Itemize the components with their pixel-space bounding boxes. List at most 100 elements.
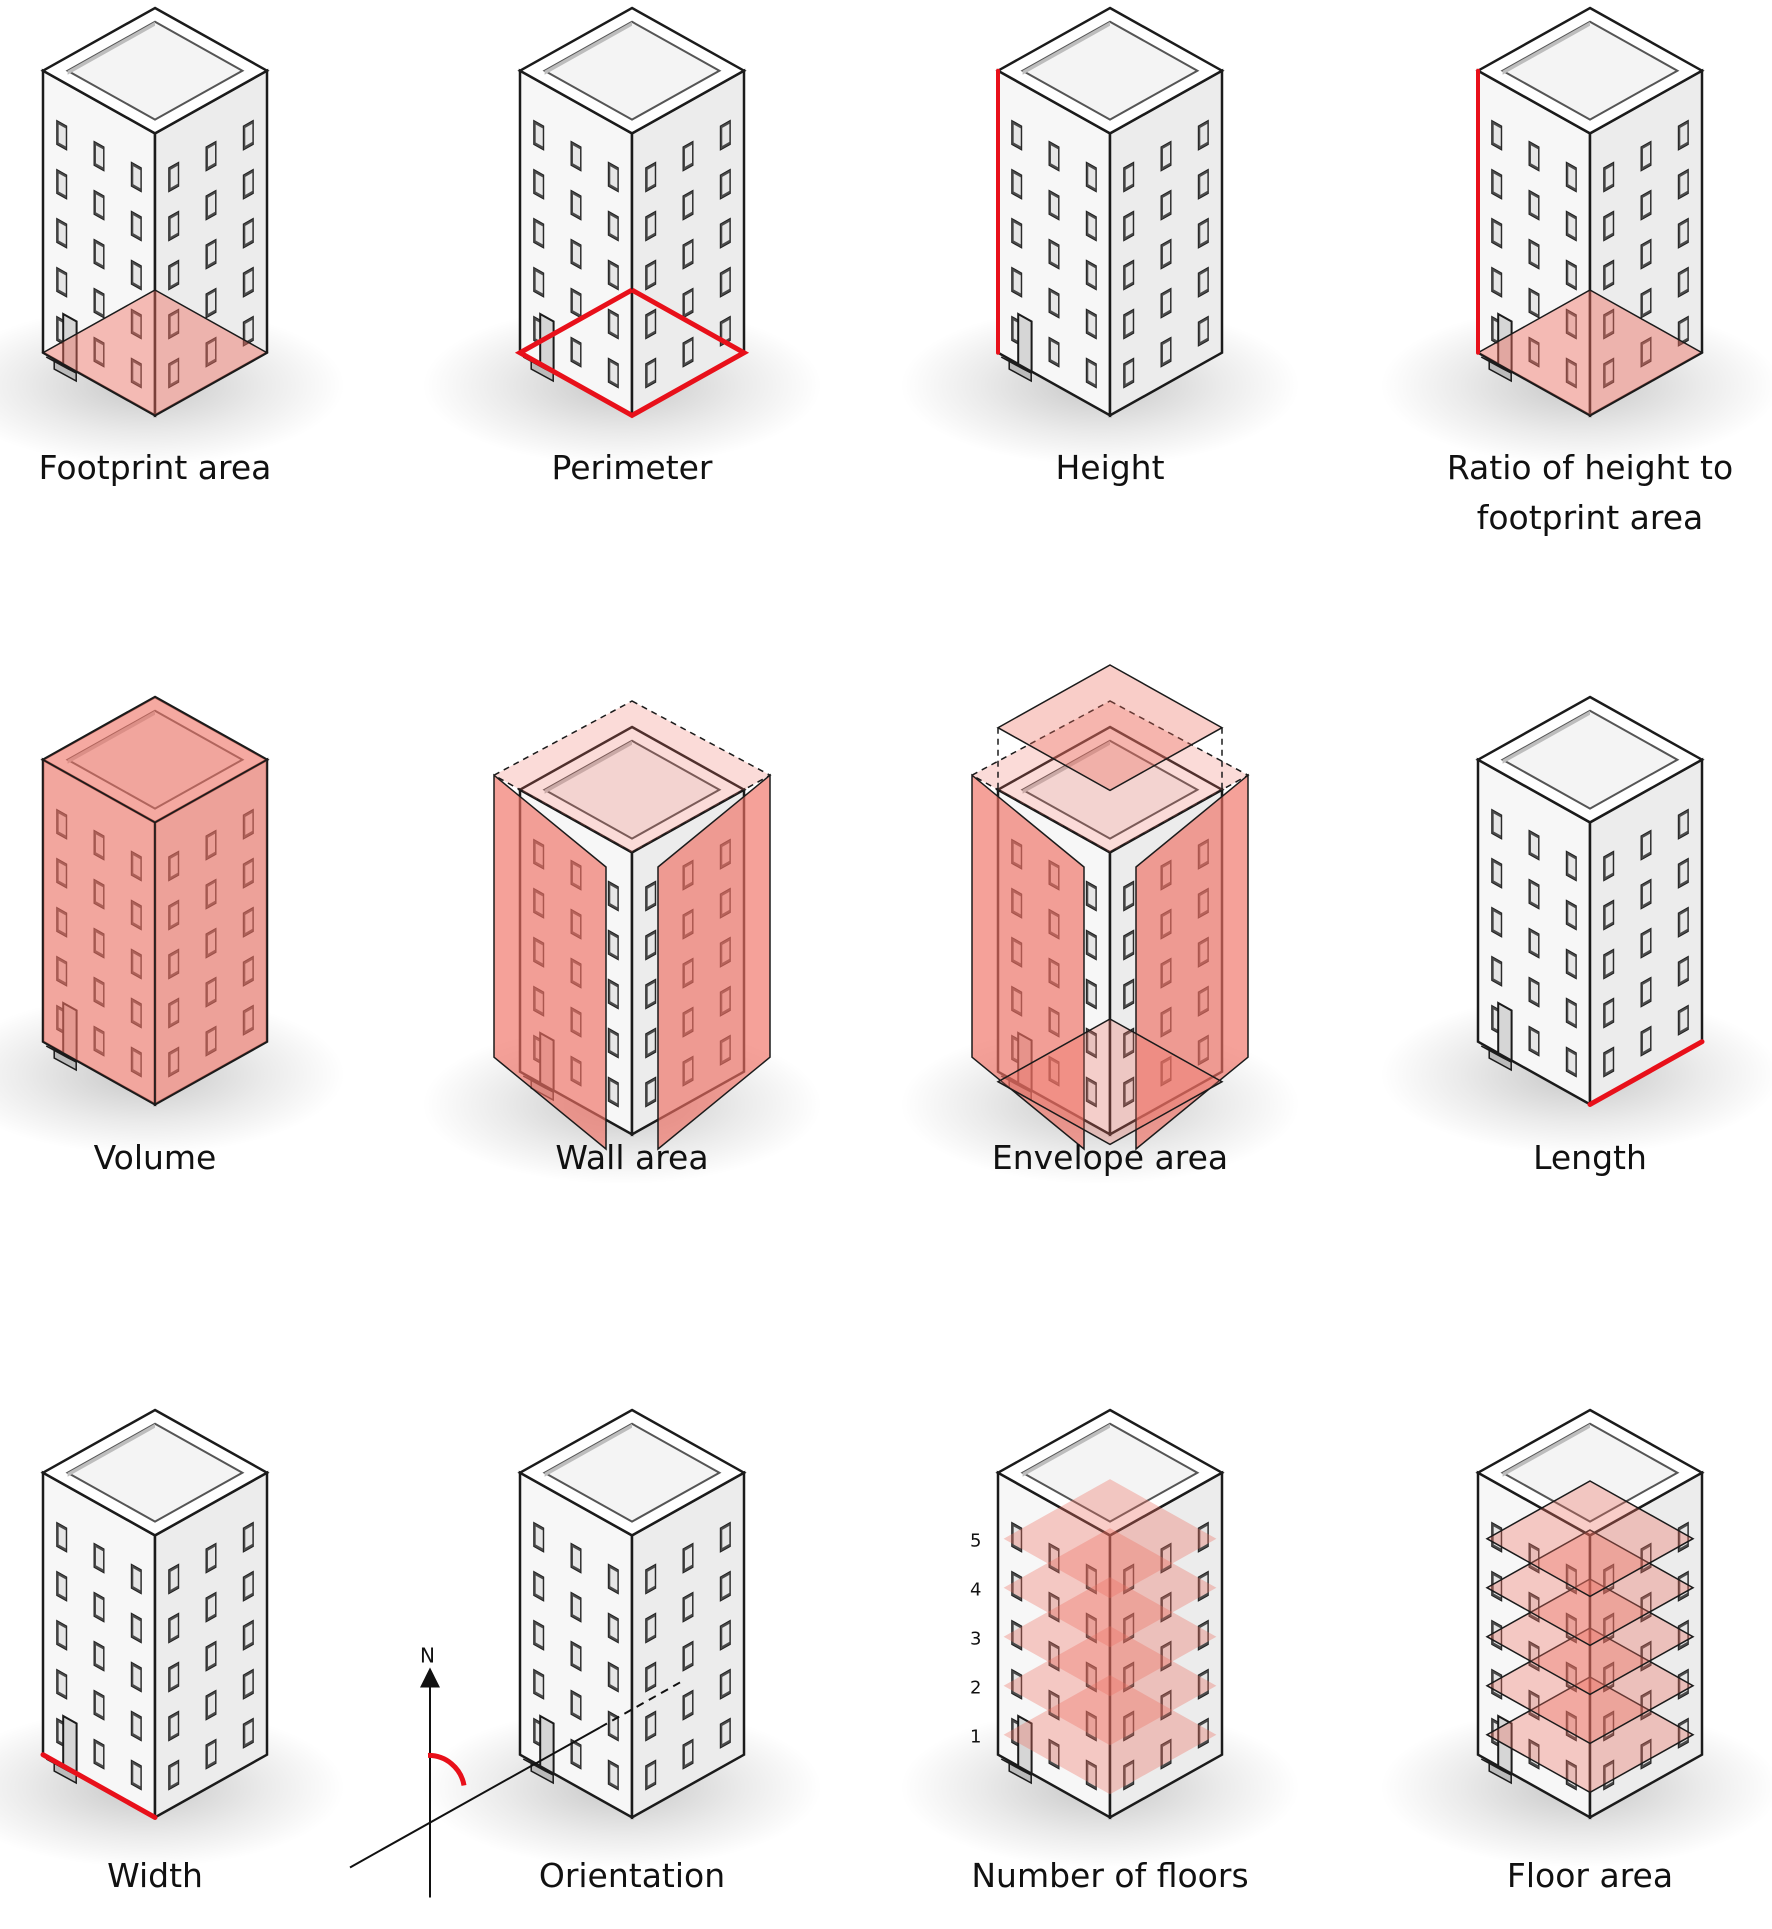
window-pane — [1088, 1032, 1096, 1055]
caption-wall-area: Wall area — [442, 1133, 822, 1183]
length-line — [1587, 1039, 1705, 1107]
floor-slab — [1003, 1675, 1217, 1795]
window-pane — [722, 221, 730, 244]
window-pane — [722, 1574, 730, 1597]
wall-panel-right — [1135, 773, 1249, 1151]
window-pane — [1643, 980, 1650, 1003]
window-pane — [1680, 910, 1688, 933]
window-pane — [1125, 1714, 1133, 1737]
window-pane — [1605, 952, 1613, 975]
panel-orientation: N — [349, 1408, 822, 1898]
window-pane — [722, 1672, 730, 1695]
window-pane — [685, 1546, 692, 1569]
window-pane — [610, 362, 618, 385]
window-pane — [170, 1665, 178, 1688]
window-pane — [1051, 1645, 1058, 1668]
window-pane — [208, 291, 215, 314]
floor-slab — [1485, 1578, 1695, 1696]
wall-panel-left — [971, 773, 1085, 1151]
panel-floor-area — [1380, 1408, 1772, 1868]
window-pane — [722, 1623, 730, 1646]
window-pane — [1643, 340, 1650, 363]
window-pane — [1493, 124, 1501, 147]
volume-top — [41, 696, 269, 824]
window-pane — [1680, 319, 1688, 342]
roof-inset-rim — [1502, 21, 1590, 75]
window-pane — [1643, 833, 1650, 856]
window-pane — [1088, 1764, 1096, 1787]
window-pane — [573, 341, 580, 364]
window-pane — [1568, 855, 1576, 878]
wall-panel-left — [493, 773, 607, 1151]
window-pane — [573, 145, 580, 168]
caption-line: footprint area — [1476, 498, 1704, 537]
window-pane — [1568, 953, 1576, 976]
window-pane — [1568, 264, 1576, 287]
window-pane — [1493, 960, 1501, 983]
window-pane — [610, 166, 618, 189]
panel-footprint-area — [0, 6, 345, 466]
window-pane — [1051, 1596, 1058, 1619]
window-pane — [1568, 1051, 1576, 1074]
window-pane — [647, 1616, 655, 1639]
floor-slab — [1003, 1528, 1217, 1648]
window-pane — [647, 361, 655, 384]
window-pane — [610, 1081, 618, 1104]
window-pane — [1680, 221, 1688, 244]
window-pane — [685, 144, 692, 167]
window-pane — [1200, 1525, 1208, 1548]
door-step-top — [1480, 1045, 1512, 1063]
window-pane — [647, 214, 655, 237]
window-pane — [1200, 1672, 1208, 1695]
window-pane — [245, 1623, 253, 1646]
window-pane — [133, 1666, 141, 1689]
window-pane — [573, 1694, 580, 1717]
floor-number: 3 — [970, 1629, 981, 1650]
window-pane — [1088, 934, 1096, 957]
window-pane — [722, 172, 730, 195]
window-pane — [133, 166, 141, 189]
window-pane — [96, 1743, 103, 1766]
window-pane — [96, 292, 103, 315]
window-pane — [1568, 1002, 1576, 1025]
window-pane — [1568, 166, 1576, 189]
window-pane — [685, 1644, 692, 1667]
caption-line: Floor area — [1506, 1856, 1674, 1895]
caption-number-of-floors: Number of floors — [920, 1851, 1300, 1901]
window-pane — [685, 242, 692, 265]
window-pane — [245, 1672, 253, 1695]
caption-line: Envelope area — [991, 1138, 1229, 1177]
window-pane — [170, 1567, 178, 1590]
orientation-angle-arc — [427, 1752, 467, 1786]
window-pane — [1051, 1743, 1058, 1766]
window-pane — [1680, 861, 1688, 884]
window-pane — [1531, 883, 1538, 906]
floor-number: 2 — [970, 1678, 981, 1699]
window-pane — [96, 341, 103, 364]
window-pane — [535, 173, 543, 196]
window-pane — [58, 1624, 66, 1647]
window-pane — [722, 319, 730, 342]
caption-footprint-area: Footprint area — [0, 443, 345, 493]
window-pane — [1680, 270, 1688, 293]
caption-line: Perimeter — [551, 448, 713, 487]
door — [1497, 1001, 1513, 1063]
wall-panel-right — [657, 773, 771, 1151]
caption-envelope-area: Envelope area — [920, 1133, 1300, 1183]
window-pane — [58, 173, 66, 196]
window-pane — [1531, 981, 1538, 1004]
window-pane — [1605, 854, 1613, 877]
window-pane — [535, 1526, 543, 1549]
window-pane — [133, 1617, 141, 1640]
perimeter-outline — [514, 287, 750, 419]
window-pane — [1163, 1595, 1170, 1618]
caption-volume: Volume — [0, 1133, 345, 1183]
window-pane — [1531, 834, 1538, 857]
window-pane — [170, 1714, 178, 1737]
panel-volume — [0, 695, 345, 1155]
window-pane — [647, 312, 655, 335]
floor-slab — [1003, 1479, 1217, 1599]
window-pane — [1163, 1742, 1170, 1765]
